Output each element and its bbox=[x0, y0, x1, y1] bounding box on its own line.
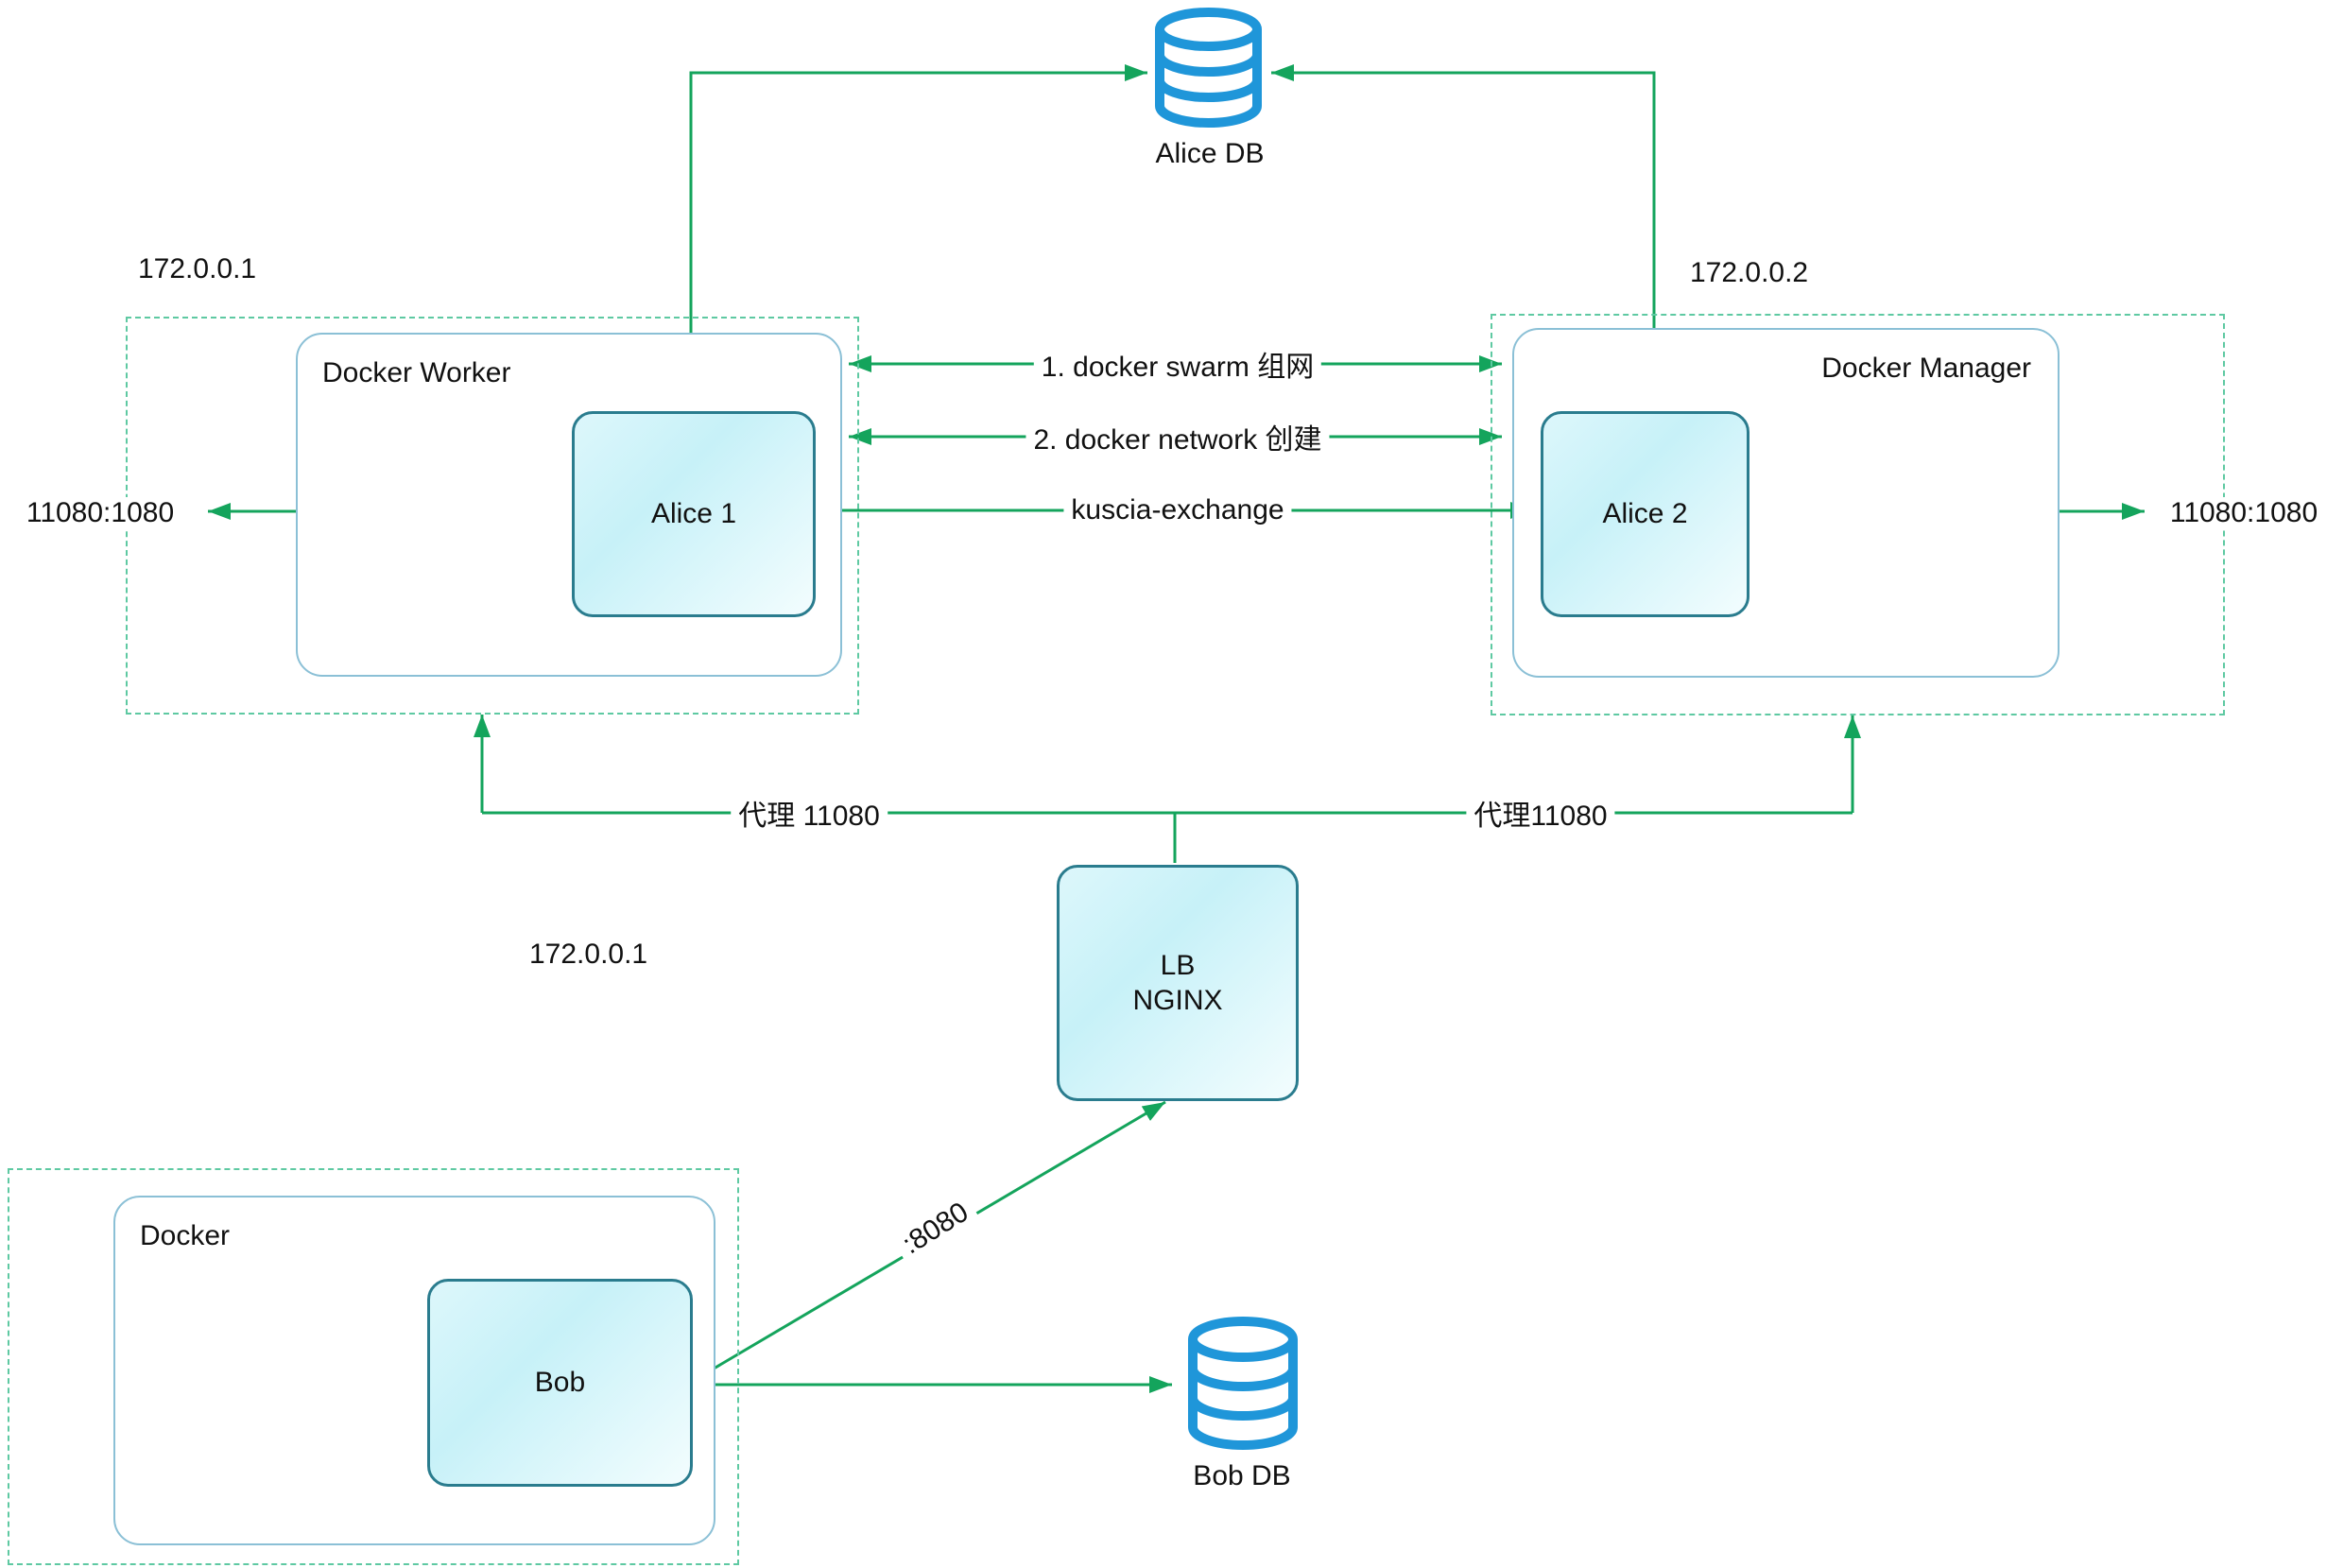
alice2-node: Alice 2 bbox=[1541, 411, 1749, 617]
lb-label-line1: LB bbox=[1160, 949, 1196, 981]
bob-db-database-icon bbox=[1188, 1317, 1298, 1450]
bob-node: Bob bbox=[427, 1279, 693, 1487]
edge-alice1-to-alicedb bbox=[689, 64, 1147, 411]
worker-host-ip: 172.0.0.1 bbox=[138, 253, 257, 284]
docker-worker-title: Docker Worker bbox=[322, 357, 511, 388]
bob-label: Bob bbox=[534, 1367, 586, 1399]
docker-manager-title: Docker Manager bbox=[1821, 353, 2031, 384]
docker-bob-title: Docker bbox=[140, 1220, 231, 1251]
lb-label-line2: NGINX bbox=[1132, 985, 1223, 1016]
edge-label-proxy-right: 代理11080 bbox=[1466, 792, 1615, 834]
bob-host-dashed-box bbox=[8, 1168, 739, 1565]
bob-db-label: Bob DB bbox=[1193, 1460, 1291, 1491]
manager-host-ip: 172.0.0.2 bbox=[1690, 257, 1809, 288]
alice-db-database-icon bbox=[1155, 8, 1262, 128]
worker-port-label: 11080:1080 bbox=[18, 497, 182, 529]
alice1-label: Alice 1 bbox=[650, 498, 737, 530]
edge-label-docker-network: 2. docker network 创建 bbox=[1026, 416, 1330, 457]
lb-nginx-node: LB NGINX bbox=[1057, 865, 1299, 1101]
lb-host-ip: 172.0.0.1 bbox=[529, 939, 648, 970]
alice-db-label: Alice DB bbox=[1155, 138, 1265, 169]
lb-nginx-label: LB NGINX bbox=[1132, 948, 1222, 1019]
edge-label-proxy-left: 代理 11080 bbox=[731, 792, 888, 834]
edge-alice2-to-alicedb bbox=[1271, 64, 1656, 411]
alice2-label: Alice 2 bbox=[1602, 498, 1688, 530]
manager-port-label: 11080:1080 bbox=[2162, 497, 2326, 529]
edge-label-docker-swarm: 1. docker swarm 组网 bbox=[1033, 343, 1322, 385]
edge-label-kuscia-exchange: kuscia-exchange bbox=[1063, 494, 1292, 526]
alice1-node: Alice 1 bbox=[572, 411, 816, 617]
